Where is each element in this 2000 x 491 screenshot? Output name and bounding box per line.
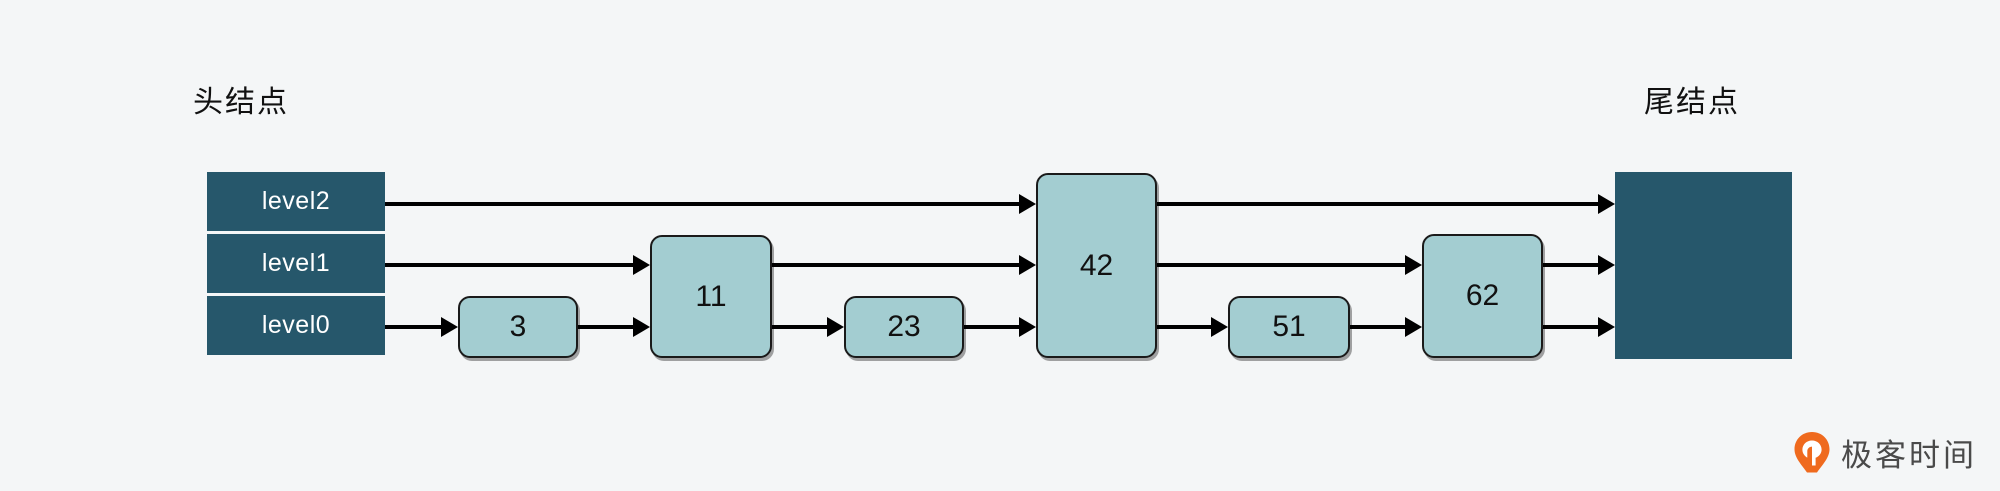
pointer-link-level0-23-to-42 (964, 325, 1021, 329)
pointer-link-level0-3-to-11 (578, 325, 635, 329)
skiplist-node-3: 3 (458, 296, 578, 358)
head-level-label-level2: level2 (261, 187, 331, 215)
brand-logo: 极客时间 (1793, 430, 1977, 475)
arrowhead-icon (1598, 255, 1615, 275)
arrowhead-icon (1019, 317, 1036, 337)
head-level-label-level1: level1 (261, 249, 331, 277)
skiplist-node-62: 62 (1422, 234, 1543, 358)
head-node: level2 level1 level0 (207, 172, 385, 355)
pointer-link-level1-62-to-tail (1543, 263, 1600, 267)
arrowhead-icon (1405, 317, 1422, 337)
head-level-label-level0: level0 (261, 311, 331, 339)
pointer-link-level2-42-to-tail (1157, 202, 1600, 206)
head-node-caption: 头结点 (193, 86, 289, 119)
node-value-42: 42 (1079, 248, 1114, 282)
arrowhead-icon (1019, 255, 1036, 275)
pointer-link-level1-42-to-62 (1157, 263, 1407, 267)
head-level-cell-level1: level1 (207, 234, 385, 293)
tail-node (1615, 172, 1792, 359)
arrowhead-icon (1211, 317, 1228, 337)
arrowhead-icon (1598, 194, 1615, 214)
arrowhead-icon (1405, 255, 1422, 275)
arrowhead-icon (1598, 317, 1615, 337)
brand-name: 极客时间 (1841, 438, 1977, 473)
arrowhead-icon (633, 255, 650, 275)
pointer-link-level2-head-to-42 (385, 202, 1021, 206)
pointer-link-level1-head-to-11 (385, 263, 635, 267)
skiplist-node-23: 23 (844, 296, 964, 358)
skiplist-node-42: 42 (1036, 173, 1157, 358)
arrowhead-icon (441, 317, 458, 337)
head-level-cell-level0: level0 (207, 296, 385, 355)
arrowhead-icon (633, 317, 650, 337)
arrowhead-icon (1019, 194, 1036, 214)
location-pin-icon (1793, 431, 1831, 475)
tail-node-caption: 尾结点 (1644, 86, 1740, 119)
skiplist-node-51: 51 (1228, 296, 1350, 358)
pointer-link-level1-11-to-42 (772, 263, 1021, 267)
pointer-link-level0-51-to-62 (1350, 325, 1407, 329)
pointer-link-level0-42-to-51 (1157, 325, 1213, 329)
pointer-link-level0-11-to-23 (772, 325, 829, 329)
head-level-cell-level2: level2 (207, 172, 385, 231)
node-value-11: 11 (695, 279, 727, 313)
node-value-23: 23 (887, 310, 921, 343)
node-value-51: 51 (1272, 310, 1306, 343)
pointer-link-level0-head-to-3 (385, 325, 443, 329)
node-value-62: 62 (1465, 279, 1500, 312)
node-value-3: 3 (509, 310, 527, 343)
skiplist-node-11: 11 (650, 235, 772, 358)
arrowhead-icon (827, 317, 844, 337)
pointer-link-level0-62-to-tail (1543, 325, 1600, 329)
